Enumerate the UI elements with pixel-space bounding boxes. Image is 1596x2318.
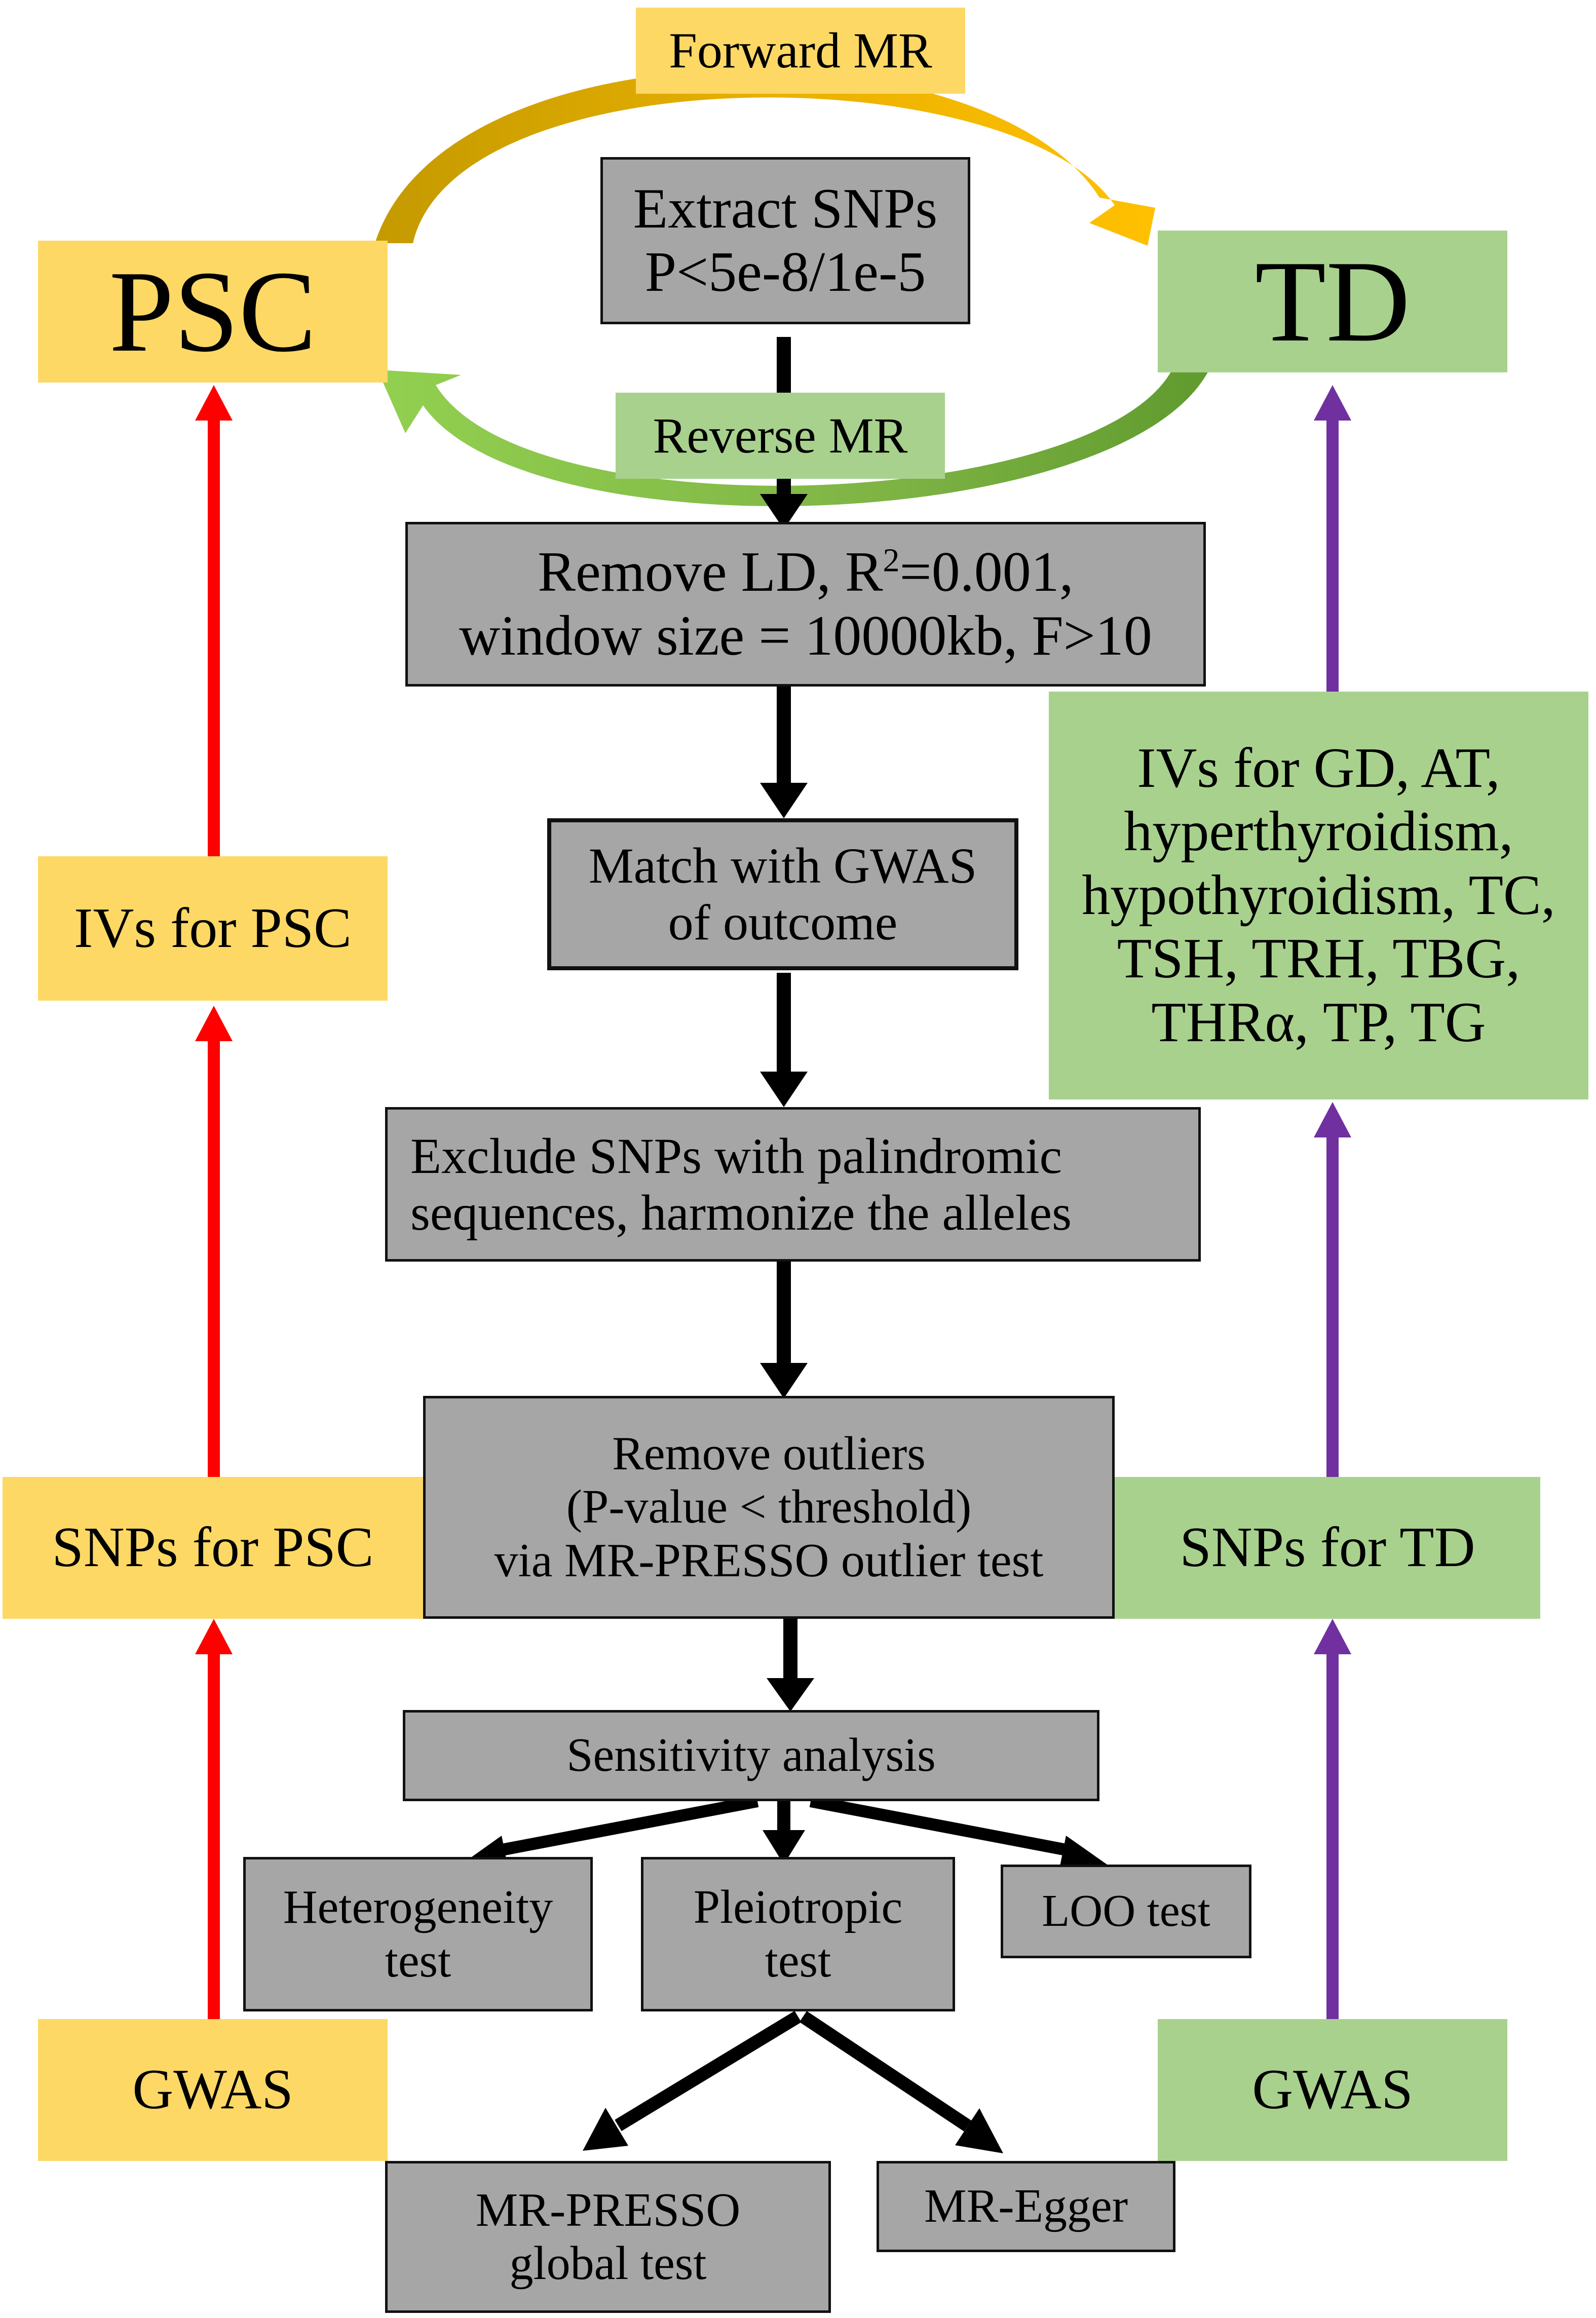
sensitivity-analysis-box: Sensitivity analysis: [403, 1710, 1099, 1801]
remove-ld-suffix: =0.001,: [899, 541, 1074, 604]
reverse-mr-text: Reverse MR: [653, 407, 908, 464]
arrow-pleiotropic-to-mr-egger: [799, 2011, 972, 2132]
mr-egger-text: MR-Egger: [924, 2180, 1128, 2233]
arrow-pleiotropic-to-mr-egger-head: [955, 2108, 1003, 2153]
td-box: TD: [1158, 231, 1507, 372]
gwas-psc-box: GWAS: [38, 2019, 388, 2161]
exclude-line-2: sequences, harmonize the alleles: [410, 1184, 1072, 1241]
ivs-psc-text: IVs for PSC: [74, 896, 352, 960]
extract-line-1: Extract SNPs: [633, 177, 938, 240]
match-line-2: of outcome: [668, 894, 898, 951]
psc-box: PSC: [38, 241, 388, 383]
extract-snps-box: Extract SNPs P<5e-8/1e-5: [600, 157, 970, 324]
snps-td-box: SNPs for TD: [1115, 1477, 1540, 1619]
td-text: TD: [1255, 237, 1411, 366]
snps-psc-box: SNPs for PSC: [3, 1477, 423, 1619]
ivs-psc-box: IVs for PSC: [38, 856, 388, 1001]
ivs-td-box: IVs for GD, AT, hyperthyroidism, hypothy…: [1049, 692, 1588, 1099]
heterogeneity-line-2: test: [385, 1934, 451, 1987]
ivs-td-line-4: TSH, TRH, TBG,: [1117, 927, 1521, 991]
ivs-td-line-3: hypothyroidism, TC,: [1082, 863, 1555, 927]
red-arrow-ivs-to-psc-head: [195, 385, 233, 421]
remove-ld-line-2: window size = 10000kb, F>10: [459, 604, 1152, 667]
pleiotropic-line-2: test: [765, 1934, 831, 1987]
snps-psc-text: SNPs for PSC: [52, 1516, 374, 1579]
arrow-sensitivity-to-loo: [809, 1795, 1076, 1857]
gwas-td-text: GWAS: [1252, 2058, 1413, 2121]
exclude-line-1: Exclude SNPs with palindromic: [410, 1127, 1062, 1184]
loo-test-box: LOO test: [1001, 1865, 1251, 1958]
arrow-outliers-to-sensitivity-head: [767, 1678, 814, 1712]
gwas-td-box: GWAS: [1158, 2019, 1507, 2161]
mr-presso-line-2: global test: [509, 2237, 707, 2290]
purple-arrow-snps-to-ivs-head: [1314, 1102, 1351, 1137]
ivs-td-line-5: THRα, TP, TG: [1151, 991, 1486, 1054]
psc-text: PSC: [109, 247, 317, 376]
red-arrow-gwas-to-snps-head: [195, 1619, 233, 1654]
red-arrow-snps-to-ivs-head: [195, 1006, 233, 1041]
heterogeneity-line-1: Heterogeneity: [283, 1881, 553, 1934]
red-arrows: [195, 385, 233, 2019]
purple-arrow-ivs-to-td-head: [1314, 385, 1351, 421]
arrow-ld-to-match-head: [760, 783, 808, 818]
outliers-line-2: (P-value < threshold): [566, 1480, 972, 1534]
arrow-exclude-to-outliers-head: [760, 1363, 808, 1398]
exclude-snps-box: Exclude SNPs with palindromic sequences,…: [385, 1107, 1201, 1262]
arrow-sensitivity-to-heterogeneity: [492, 1795, 759, 1857]
remove-ld-line-1: Remove LD, R2=0.001,: [538, 541, 1073, 604]
ivs-td-line-2: hyperthyroidism,: [1124, 800, 1513, 863]
remove-ld-prefix: Remove LD, R: [538, 541, 883, 604]
pleiotropic-test-box: Pleiotropic test: [641, 1857, 955, 2011]
arrow-pleiotropic-to-mr-presso-head: [583, 2108, 628, 2151]
purple-arrows: [1314, 385, 1351, 2019]
arrow-pleiotropic-to-mr-presso: [615, 2010, 802, 2132]
remove-outliers-box: Remove outliers (P-value < threshold) vi…: [423, 1396, 1115, 1619]
reverse-mr-arc: [377, 339, 1219, 507]
reverse-mr-label: Reverse MR: [616, 393, 945, 479]
mr-egger-box: MR-Egger: [877, 2161, 1175, 2252]
loo-text: LOO test: [1042, 1886, 1210, 1936]
outliers-line-1: Remove outliers: [612, 1427, 926, 1480]
snps-td-text: SNPs for TD: [1180, 1516, 1475, 1579]
arrow-sensitivity-to-pleiotropic-head: [763, 1830, 805, 1865]
ivs-td-line-1: IVs for GD, AT,: [1137, 736, 1500, 800]
mr-presso-line-1: MR-PRESSO: [475, 2183, 741, 2236]
match-line-1: Match with GWAS: [588, 838, 977, 894]
forward-mr-text: Forward MR: [669, 22, 932, 79]
sensitivity-text: Sensitivity analysis: [566, 1729, 936, 1782]
gwas-psc-text: GWAS: [132, 2058, 293, 2121]
outliers-line-3: via MR-PRESSO outlier test: [494, 1534, 1044, 1587]
arrow-extract-to-ld-head: [760, 494, 808, 529]
remove-ld-box: Remove LD, R2=0.001, window size = 10000…: [405, 522, 1206, 687]
forward-mr-label: Forward MR: [636, 8, 965, 94]
remove-ld-superscript: 2: [883, 542, 900, 579]
match-gwas-box: Match with GWAS of outcome: [547, 818, 1018, 970]
heterogeneity-test-box: Heterogeneity test: [243, 1857, 593, 2011]
mr-presso-global-box: MR-PRESSO global test: [385, 2161, 831, 2313]
pleiotropic-line-1: Pleiotropic: [693, 1881, 903, 1934]
forward-mr-arc: [375, 69, 1155, 246]
extract-line-2: P<5e-8/1e-5: [644, 241, 926, 303]
arrow-match-to-exclude-head: [760, 1072, 808, 1107]
purple-arrow-gwas-to-snps-head: [1314, 1619, 1351, 1654]
